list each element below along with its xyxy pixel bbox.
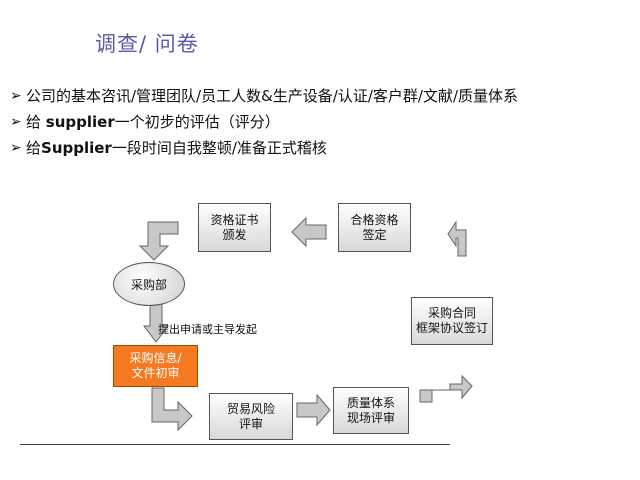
bullet-text-post: 一个初步的评估（评分） bbox=[114, 113, 280, 131]
node-quality-audit: 质量体系 现场评审 bbox=[333, 387, 409, 434]
footer-divider bbox=[20, 444, 450, 445]
bullet-list: ➢ 公司的基本咨讯/管理团队/员工人数&生产设备/认证/客户群/文献/质量体系 … bbox=[10, 86, 620, 164]
node-label: 贸易风险 评审 bbox=[226, 401, 275, 431]
arrow-corner-up-icon bbox=[447, 220, 467, 257]
node-label: 采购部 bbox=[130, 277, 167, 292]
slide-title: 调查/ 问卷 bbox=[95, 32, 199, 56]
bullet-text-post: 一段时间自我整顿/准备正式稽核 bbox=[111, 139, 327, 157]
bullet-item: ➢ 公司的基本咨讯/管理团队/员工人数&生产设备/认证/客户群/文献/质量体系 bbox=[10, 86, 620, 106]
bullet-text-bold: Supplier bbox=[41, 139, 112, 157]
arrow-corner-up-icon bbox=[419, 374, 473, 403]
arrow-right-icon bbox=[296, 393, 331, 427]
bullet-item: ➢ 给Supplier一段时间自我整顿/准备正式稽核 bbox=[10, 138, 620, 158]
node-contract: 采购合同 框架协议签订 bbox=[411, 297, 493, 345]
node-info-review: 采购信息/ 文件初审 bbox=[113, 345, 198, 387]
arrow-bullet-icon: ➢ bbox=[10, 140, 22, 156]
node-qual-sign: 合格资格 签定 bbox=[338, 203, 411, 252]
arrow-corner-down-icon bbox=[143, 301, 169, 343]
node-label: 采购合同 框架协议签订 bbox=[415, 306, 488, 335]
node-label: 资格证书 颁发 bbox=[210, 212, 259, 242]
arrow-left-icon bbox=[291, 216, 327, 248]
node-label: 合格资格 签定 bbox=[350, 212, 399, 242]
bullet-text: 公司的基本咨讯/管理团队/员工人数&生产设备/认证/客户群/文献/质量体系 bbox=[26, 87, 519, 105]
bullet-item: ➢ 给 supplier一个初步的评估（评分） bbox=[10, 112, 620, 132]
node-cert-issue: 资格证书 颁发 bbox=[198, 203, 271, 252]
bullet-text-pre: 给 bbox=[26, 113, 46, 131]
flow-note: 提出申请或主导发起 bbox=[158, 323, 257, 336]
arrow-corner-down-icon bbox=[138, 221, 179, 261]
node-purchasing: 采购部 bbox=[113, 262, 185, 306]
arrow-bullet-icon: ➢ bbox=[10, 114, 22, 130]
bullet-text-bold: supplier bbox=[45, 113, 115, 131]
arrow-corner-right-icon bbox=[151, 387, 193, 432]
node-trade-risk: 贸易风险 评审 bbox=[209, 393, 293, 440]
arrow-bullet-icon: ➢ bbox=[10, 88, 22, 104]
bullet-text-pre: 给 bbox=[26, 139, 42, 157]
node-label: 质量体系 现场评审 bbox=[346, 395, 395, 425]
node-label: 采购信息/ 文件初审 bbox=[129, 351, 182, 380]
